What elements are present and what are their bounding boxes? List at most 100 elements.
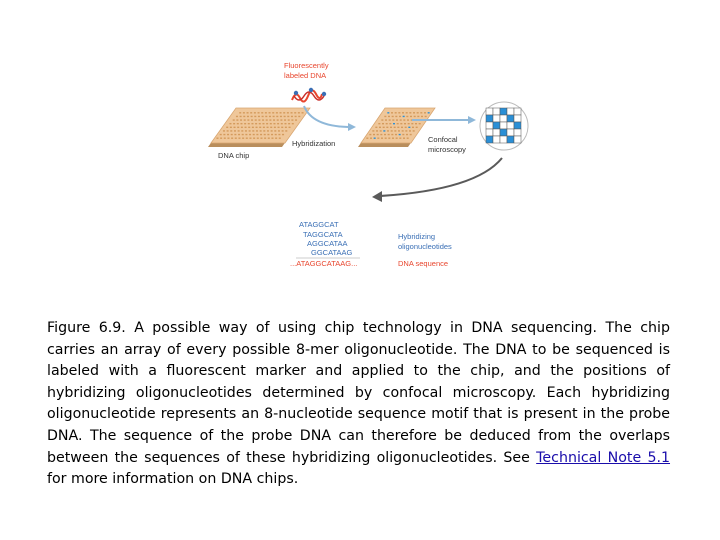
chip-spot xyxy=(275,137,278,139)
chip-spot xyxy=(227,133,230,136)
chip-spot xyxy=(295,119,298,121)
chip-spot xyxy=(285,130,288,132)
chip-spot xyxy=(276,119,279,121)
chip-spot xyxy=(258,122,261,125)
grid-cell xyxy=(485,135,494,144)
chip-spot xyxy=(240,119,243,121)
chip-spot xyxy=(249,137,252,139)
chip-spot xyxy=(253,112,256,114)
chip-spot xyxy=(236,122,239,125)
chip-spot xyxy=(251,126,254,129)
chip-spot xyxy=(287,115,290,118)
chip-spot xyxy=(398,133,401,136)
chip-spot xyxy=(256,133,259,136)
chip-spot xyxy=(276,115,279,118)
chip-spot xyxy=(366,137,369,139)
chip-spot xyxy=(408,126,411,129)
chip-spot xyxy=(389,122,392,125)
chip-spot xyxy=(287,119,290,121)
chip-spot xyxy=(385,122,388,125)
chip-spot xyxy=(243,115,246,118)
chip-spot xyxy=(255,130,258,132)
chip-spot xyxy=(291,122,294,125)
chip-spot xyxy=(376,130,378,132)
grid-cell xyxy=(513,107,522,116)
chip-spot xyxy=(268,115,271,118)
chip-spot xyxy=(396,119,398,121)
chip-spot xyxy=(284,122,287,125)
chip-spot xyxy=(243,119,246,121)
chip-spot xyxy=(377,137,380,139)
hybridized-chip-icon xyxy=(358,107,436,147)
chip-spot xyxy=(406,115,409,118)
labeled-dna-icon xyxy=(291,87,327,103)
chip-spot xyxy=(242,137,245,139)
caption-text-after: for more information on DNA chips. xyxy=(47,471,299,488)
chip-spot xyxy=(379,130,382,132)
chip-spot xyxy=(413,115,416,118)
chip-spot xyxy=(399,137,402,139)
chip-spot xyxy=(230,133,233,136)
chip-spot xyxy=(403,137,405,139)
chip-spot xyxy=(251,119,254,121)
chip-spot xyxy=(220,137,223,139)
confocal-label: Confocal xyxy=(428,135,458,144)
chip-spot xyxy=(240,122,243,125)
chip-spot xyxy=(259,126,262,129)
grid-cell xyxy=(506,107,515,116)
chip-spot xyxy=(382,122,384,125)
chip-spot xyxy=(406,133,408,136)
grid-cell xyxy=(506,121,515,130)
chip-spot xyxy=(381,137,383,139)
chip-spot xyxy=(238,137,241,139)
chip-spot xyxy=(404,126,407,129)
chip-spot xyxy=(272,115,275,118)
chip-spot xyxy=(284,126,287,129)
chip-spot xyxy=(403,119,406,121)
chip-spot xyxy=(251,122,254,125)
chip-spot xyxy=(417,115,420,118)
chip-spot xyxy=(270,126,273,129)
chip-spot xyxy=(274,130,277,132)
chip-spot xyxy=(399,115,401,118)
chip-spot xyxy=(381,119,384,121)
grid-cell xyxy=(492,128,501,137)
grid-cell xyxy=(499,121,508,130)
chip-spot xyxy=(386,126,389,129)
dna-chip-diagram: Fluorescently labeled DNA DNA chip Hybri… xyxy=(208,61,529,268)
chip-spot xyxy=(418,122,421,125)
chip-spot xyxy=(388,137,391,139)
chip-spot xyxy=(230,130,233,132)
caption-text: Figure 6.9. A possible way of using chip… xyxy=(47,320,670,466)
chip-spot xyxy=(373,133,375,136)
labeling-arrow xyxy=(303,105,349,128)
chip-spot xyxy=(260,137,263,139)
chip-spot xyxy=(394,130,397,132)
grid-cell xyxy=(485,107,494,116)
chip-spot xyxy=(262,126,265,129)
grid-cell xyxy=(492,107,501,116)
grid-cell xyxy=(499,114,508,123)
chip-spot xyxy=(262,122,265,125)
technical-note-link[interactable]: Technical Note 5.1 xyxy=(536,449,671,466)
chip-spot xyxy=(424,112,426,114)
chip-spot xyxy=(255,126,258,129)
chip-spot xyxy=(294,112,297,114)
chip-spot xyxy=(420,112,423,114)
chip-spot xyxy=(254,115,257,118)
dna-sequence-label: DNA sequence xyxy=(398,259,448,268)
chip-spot xyxy=(229,122,232,125)
chip-spot xyxy=(248,130,251,132)
grid-cell xyxy=(485,128,494,137)
dna-chip-icon xyxy=(208,107,311,147)
chip-spot xyxy=(272,112,275,114)
grid-cell xyxy=(506,135,515,144)
chip-spot xyxy=(244,122,247,125)
hybridizing-oligos-label-line2: oligonucleotides xyxy=(398,242,452,251)
chip-spot xyxy=(248,126,251,129)
chip-spot xyxy=(240,126,243,129)
chip-spot xyxy=(409,130,411,132)
chip-spot xyxy=(380,133,383,136)
chip-spot xyxy=(397,126,400,129)
chip-spot xyxy=(415,122,417,125)
